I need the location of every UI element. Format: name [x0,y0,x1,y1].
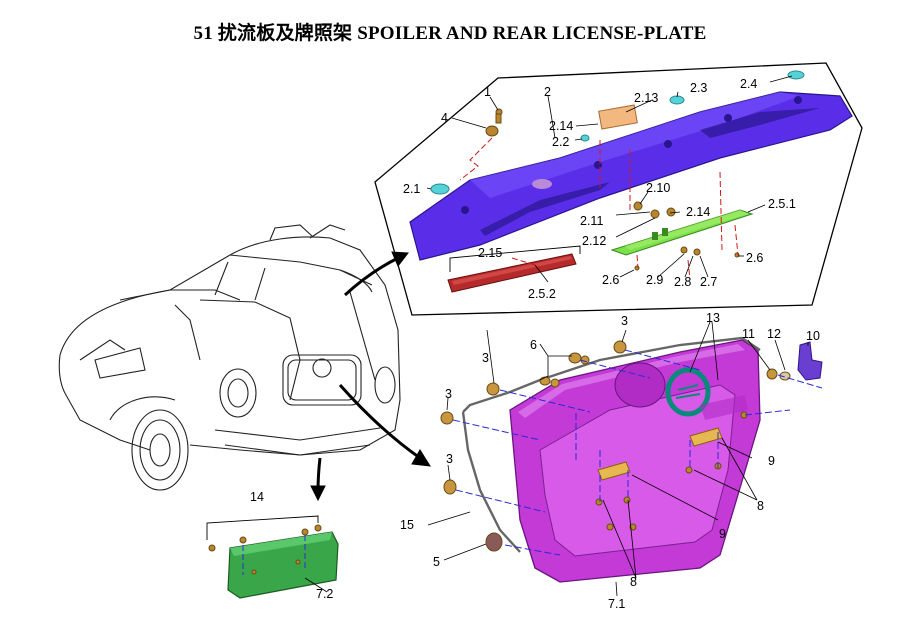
label-2-4: 2.4 [740,77,757,91]
cap-2-1 [430,183,450,195]
bracket-10 [797,341,823,381]
label-2-10: 2.10 [646,181,670,195]
label-15: 15 [400,518,414,532]
label-2-13: 2.13 [634,91,658,105]
rear-spoiler [409,91,853,261]
pointer-arrows [310,251,431,502]
spoiler-bracket-lines [449,245,581,272]
label-8b: 8 [630,575,637,589]
label-6: 6 [530,338,537,352]
label-2-6a: 2.6 [602,273,619,287]
plate-bracket-7-2 [206,515,339,599]
label-2-14b: 2.14 [686,205,710,219]
label-2-3: 2.3 [690,81,707,95]
label-2-7: 2.7 [700,275,717,289]
pad-2-13 [598,104,638,130]
label-8a: 8 [757,499,764,513]
label-3d: 3 [446,452,453,466]
label-2-14a: 2.14 [549,119,573,133]
label-2-6b: 2.6 [746,251,763,265]
label-2: 2 [544,85,551,99]
vehicle-outline [58,224,401,491]
label-14: 14 [250,490,264,504]
cap-2-4 [787,70,805,80]
license-frame-7-1 [509,339,761,583]
label-2-11: 2.11 [580,214,603,228]
label-5: 5 [433,555,440,569]
label-1: 1 [484,85,491,99]
callout-labels: 1 2 4 2.13 2.3 2.4 2.14 2.2 2.1 2.10 2.5… [250,77,820,611]
cap-2-3 [669,95,685,105]
label-2-15: 2.15 [478,246,502,260]
label-2-12: 2.12 [582,234,606,248]
label-3a: 3 [621,314,628,328]
label-3b: 3 [482,351,489,365]
leader-lines [304,75,809,597]
label-2-5-2: 2.5.2 [528,287,556,301]
label-2-9: 2.9 [646,273,663,287]
label-2-8: 2.8 [674,275,691,289]
emblem-ring [665,367,711,417]
label-13: 13 [706,311,720,325]
label-9a: 9 [768,454,775,468]
label-3c: 3 [445,387,452,401]
label-10: 10 [806,329,820,343]
label-7-1: 7.1 [608,597,625,611]
label-2-5-1: 2.5.1 [768,197,796,211]
cap-2-2 [580,134,590,142]
label-2-1: 2.1 [403,182,420,196]
license-assembly-lines [452,349,823,556]
seal-gasket-15 [461,336,761,553]
page-title: 51 扰流板及牌照架 SPOILER AND REAR LICENSE-PLAT… [193,23,707,44]
label-2-2: 2.2 [552,135,569,149]
spoiler-assembly-lines [459,137,739,281]
label-7-2: 7.2 [316,587,333,601]
label-11: 11 [742,327,755,341]
spoiler-detail-frame [374,62,863,316]
label-4: 4 [441,111,448,125]
label-12: 12 [767,327,781,341]
spoiler-subparts [430,70,805,293]
label-9b: 9 [719,527,726,541]
